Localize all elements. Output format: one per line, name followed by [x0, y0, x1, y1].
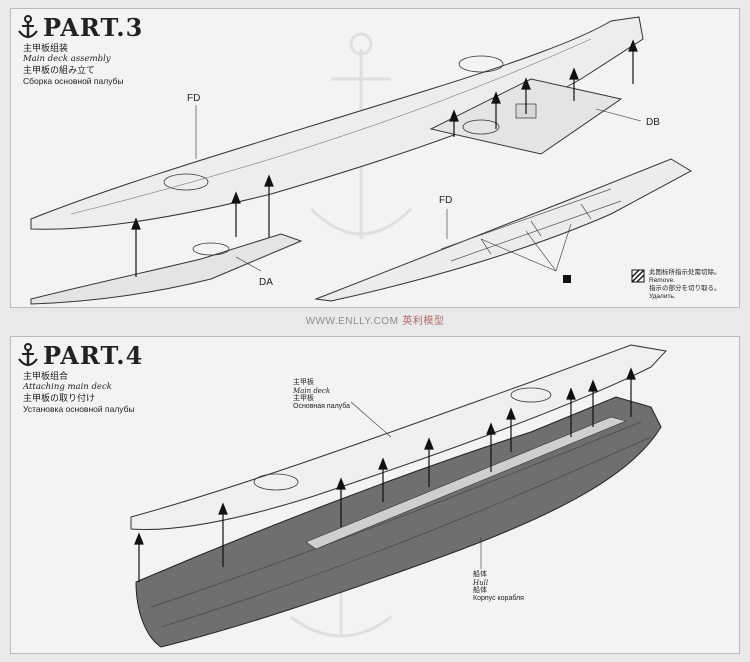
remove-text-cn: 此图标所指示处需切除。 [649, 269, 721, 276]
hull-jp: 船体 [473, 587, 487, 594]
part3-title: PART.3 [43, 13, 144, 42]
remove-text-ru: Удалить. [649, 293, 676, 300]
turret-ring [163, 173, 209, 191]
main-deck-en: Main deck [293, 387, 331, 395]
remove-marker-icon [563, 275, 571, 283]
subtitle-jp: 主甲板の組み立て [23, 65, 96, 75]
main-deck-part [130, 344, 668, 530]
part4-title: PART.4 [43, 341, 144, 370]
subtitle-en: Attaching main deck [23, 382, 112, 392]
assembly-arrows [134, 367, 636, 582]
remove-note: 此图标所指示处需切除。 Remove. 指示の部分を切り取る。 Удалить. [631, 269, 731, 301]
hull-en: Hull [473, 579, 489, 587]
hull-label: 船体 Hull 船体 Корпус корабля [473, 571, 524, 603]
hull-ru: Корпус корабля [473, 595, 524, 602]
part4-panel: PART.4 主甲板组合 Attaching main deck 主甲板の取り付… [10, 336, 740, 654]
label-db: DB [646, 117, 660, 128]
label-fd-lower: FD [439, 195, 452, 206]
remove-icon [631, 269, 645, 283]
label-da: DA [259, 277, 273, 288]
turret-ring [458, 55, 504, 73]
part4-subtitle: 主甲板组合 Attaching main deck 主甲板の取り付け Устан… [23, 371, 135, 415]
anchor-icon [18, 342, 38, 366]
part3-subtitle: 主甲板组装 Main deck assembly 主甲板の組み立て Сборка… [23, 43, 124, 87]
part3-panel: FD DB DA FD PART.3 主甲板组装 Main deck assem… [10, 8, 740, 308]
part3-drawing: FD DB DA FD [30, 16, 693, 305]
main-deck-fd-part [30, 16, 644, 230]
subtitle-en: Main deck assembly [23, 54, 111, 64]
deck-part-fd-lower [314, 158, 693, 302]
subtitle-jp: 主甲板の取り付け [23, 393, 96, 403]
main-deck-label: 主甲板 Main deck 主甲板 Основная палуба [293, 379, 350, 411]
subtitle-cn: 主甲板组合 [23, 371, 69, 381]
watermark-cn: 英利模型 [402, 316, 445, 327]
label-fd-upper: FD [187, 93, 200, 104]
part4-drawing [130, 344, 668, 648]
anchor-icon [18, 14, 38, 38]
subtitle-ru: Сборка основной палубы [23, 76, 124, 86]
watermark-url: WWW.ENLLY.COM [305, 316, 399, 327]
hull-cn: 船体 [473, 571, 487, 578]
remove-text-en: Remove. [649, 277, 676, 284]
part3-header: PART.3 [17, 13, 143, 42]
deck-part-da [30, 233, 303, 305]
subtitle-ru: Установка основной палубы [23, 404, 135, 414]
main-deck-jp: 主甲板 [293, 395, 314, 402]
remove-text-jp: 指示の部分を切り取る。 [649, 285, 721, 292]
main-deck-cn: 主甲板 [293, 379, 314, 386]
main-deck-ru: Основная палуба [293, 403, 351, 410]
subtitle-cn: 主甲板组装 [23, 43, 69, 53]
part4-header: PART.4 [17, 341, 143, 370]
assembly-arrows [131, 39, 638, 277]
